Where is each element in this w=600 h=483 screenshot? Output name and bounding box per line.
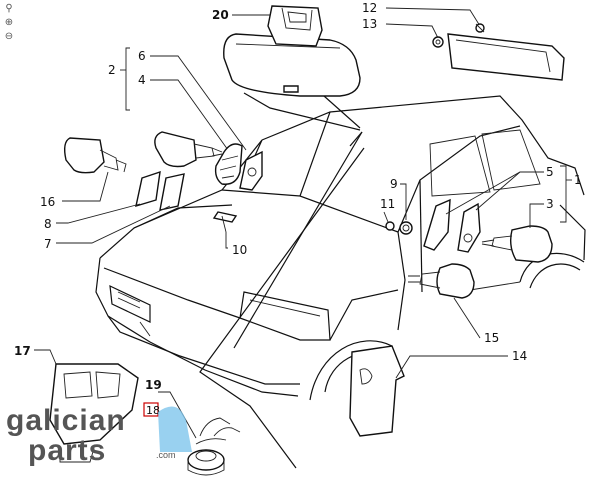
part-rearview-mirror[interactable]: [223, 5, 361, 97]
flag-box-18: [143, 402, 159, 417]
part-repeater-lamp-15[interactable]: [408, 263, 475, 299]
leader-13: [385, 23, 439, 39]
zoom-out-icon[interactable]: ⊖: [4, 31, 14, 42]
part-gasket-right[interactable]: [423, 198, 451, 251]
part-repeater-lamp-left[interactable]: [63, 137, 127, 174]
part-screw-10[interactable]: [212, 211, 238, 233]
callout-1[interactable]: 1: [574, 173, 582, 187]
leader-5-lens: [475, 171, 521, 211]
part-lamp-lens[interactable]: [214, 143, 243, 185]
leader-12: [385, 7, 481, 27]
leader-windshield-diagonal-a: [233, 131, 363, 349]
callout-11[interactable]: 11: [380, 197, 395, 211]
leader-7: [56, 205, 171, 244]
part-repeater-lamp-right[interactable]: [481, 225, 553, 263]
part-lens-right[interactable]: [457, 202, 481, 253]
zoom-in-icon[interactable]: ⊕: [4, 17, 14, 28]
leader-windshield-joint: [349, 131, 363, 147]
callout-10[interactable]: 10: [232, 243, 247, 257]
leader-19: [158, 391, 197, 439]
callout-7[interactable]: 7: [44, 237, 52, 251]
callout-8[interactable]: 8: [44, 217, 52, 231]
watermark-line1: galician: [6, 404, 126, 437]
callout-16[interactable]: 16: [40, 195, 55, 209]
callout-20[interactable]: 20: [212, 8, 229, 22]
watermark-logo: galician parts .com: [6, 404, 192, 467]
part-bulb-socket[interactable]: [475, 23, 485, 33]
bracket-2: [125, 47, 130, 111]
callout-6[interactable]: 6: [138, 49, 146, 63]
leader-16: [62, 171, 109, 202]
callout-14[interactable]: 14: [512, 349, 527, 363]
leader-mirror-mount: [323, 95, 361, 129]
bracket-1: [560, 165, 567, 223]
part-clip-11[interactable]: [385, 221, 395, 231]
leader-14: [395, 355, 508, 379]
leader-9: [400, 183, 407, 220]
search-icon[interactable]: ⚲: [5, 3, 13, 14]
leader-11: [383, 211, 389, 223]
leader-windshield-diagonal-b: [199, 147, 365, 469]
leader-4: [150, 79, 229, 151]
watermark-suffix: .com: [156, 450, 176, 460]
callout-5[interactable]: 5: [546, 165, 554, 179]
part-bulb-holder[interactable]: [187, 449, 225, 476]
part-grommet-9[interactable]: [399, 221, 413, 235]
part-rear-lamp-cluster[interactable]: [49, 363, 139, 463]
zoom-toolbar: ⚲ ⊕ ⊖: [3, 3, 17, 45]
callout-17[interactable]: 17: [14, 344, 31, 358]
leader-8: [56, 203, 141, 224]
part-mud-flap[interactable]: [349, 345, 405, 437]
part-number-plate[interactable]: [447, 33, 565, 81]
callout-15[interactable]: 15: [484, 331, 499, 345]
callout-2[interactable]: 2: [108, 63, 116, 77]
leader-15: [453, 297, 481, 339]
callout-4[interactable]: 4: [138, 73, 146, 87]
part-lamp-holder[interactable]: [432, 36, 444, 48]
callout-19[interactable]: 19: [145, 378, 162, 392]
part-side-repeater-lamp[interactable]: [154, 131, 223, 168]
leader-3: [529, 203, 544, 228]
part-wiring-harness[interactable]: [195, 417, 241, 445]
callout-13[interactable]: 13: [362, 17, 377, 31]
leader-6: [150, 55, 247, 151]
watermark-line2: parts: [28, 434, 106, 467]
leader-10: [225, 232, 228, 249]
part-gasket-left[interactable]: [135, 170, 161, 208]
callout-9[interactable]: 9: [390, 177, 398, 191]
part-lens-left[interactable]: [159, 173, 185, 211]
callout-18[interactable]: 18: [146, 404, 160, 417]
callout-12[interactable]: 12: [362, 1, 377, 15]
leader-mirror-to-windshield: [243, 92, 361, 131]
callout-3[interactable]: 3: [546, 197, 554, 211]
part-lamp-gasket[interactable]: [239, 150, 263, 191]
